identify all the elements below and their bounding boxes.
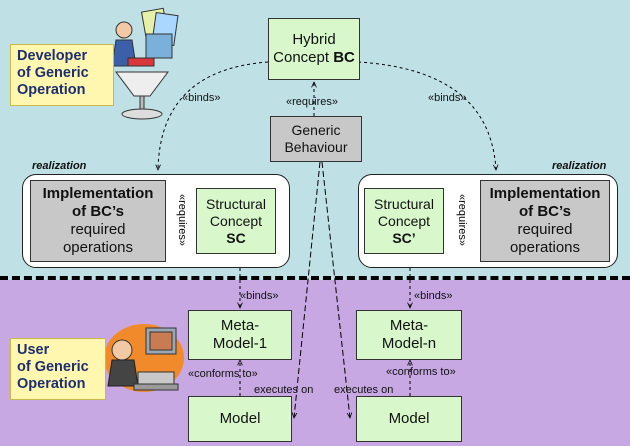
meta-model-1-line1: Meta- [220, 317, 260, 334]
structural-concept-box-right: Structural Concept SC’ [364, 188, 444, 254]
structural-concept-box-left: Structural Concept SC [196, 188, 276, 254]
model-right-label: Model [388, 410, 430, 427]
executes-arrow-left [294, 161, 321, 418]
requires-label-top: «requires» [286, 96, 338, 108]
binds-label-metan: «binds» [414, 290, 453, 302]
model-box-right: Model [356, 396, 462, 442]
implementation-left-line2: of BC’s [72, 203, 124, 220]
hybrid-concept-word: Concept [273, 49, 330, 66]
developer-role-line2: of Generic [17, 65, 89, 81]
binds-label-meta1: «binds» [240, 290, 279, 302]
meta-model-n-box: Meta- Model-n [356, 310, 462, 360]
conforms-label-right: «conforms to» [386, 366, 456, 378]
developer-role-line3: Operation [17, 82, 86, 98]
implementation-left-line1: Implementation [42, 185, 154, 202]
binds-label-right: «binds» [428, 92, 467, 104]
realization-label-right: realization [552, 160, 607, 172]
meta-model-1-box: Meta- Model-1 [188, 310, 292, 360]
meta-model-1-line2: Model-1 [212, 335, 268, 352]
sc-right-abbrev: SC’ [392, 229, 416, 246]
binds-label-left: «binds» [182, 92, 221, 104]
developer-role-line1: Developer [17, 48, 88, 64]
generic-behaviour-line2: Behaviour [284, 139, 348, 155]
requires-label-right: «requires» [455, 194, 468, 246]
generic-behaviour-line1: Generic [291, 122, 341, 138]
sc-left-abbrev: SC [226, 229, 246, 246]
developer-illustration [111, 7, 179, 120]
implementation-box-left: Implementation of BC’s required operatio… [30, 180, 166, 262]
user-role-line3: Operation [17, 376, 86, 392]
implementation-right-line2: of BC’s [519, 203, 571, 220]
sc-right-line2: Concept [377, 212, 431, 229]
executes-label-left: executes on [254, 384, 314, 396]
realization-label-left: realization [32, 160, 87, 172]
developer-role-label: Developer of Generic Operation [10, 44, 114, 106]
hybrid-concept-line2: Concept BC [273, 49, 355, 67]
sc-left-line1: Structural [206, 195, 266, 212]
user-role-line2: of Generic [17, 359, 89, 375]
sc-left-line2: Concept [209, 212, 263, 229]
sc-right-line1: Structural [374, 195, 434, 212]
binds-arc-right [357, 61, 496, 170]
requires-label-left: «requires» [175, 194, 188, 246]
hybrid-concept-abbrev: BC [333, 49, 355, 66]
generic-behaviour-box: Generic Behaviour [270, 116, 362, 162]
implementation-left-line3: required [70, 221, 126, 238]
implementation-right-line3: required [517, 221, 573, 238]
implementation-right-line4: operations [509, 239, 581, 256]
model-left-label: Model [219, 410, 261, 427]
implementation-left-line4: operations [62, 239, 134, 256]
meta-model-n-line2: Model-n [381, 335, 437, 352]
user-role-label: User of Generic Operation [10, 338, 106, 400]
hybrid-concept-box: Hybrid Concept BC [268, 18, 360, 80]
user-role-line1: User [17, 342, 50, 358]
hybrid-concept-line1: Hybrid [292, 31, 336, 48]
meta-model-n-line1: Meta- [389, 317, 429, 334]
binds-arc-left [158, 61, 269, 170]
user-illustration [104, 324, 184, 392]
implementation-right-line1: Implementation [489, 185, 601, 202]
implementation-box-right: Implementation of BC’s required operatio… [480, 180, 610, 262]
executes-label-right: executes on [334, 384, 394, 396]
zone-divider [0, 276, 630, 280]
executes-arrow-right [321, 161, 350, 418]
conforms-label-left: «conforms to» [188, 368, 258, 380]
model-box-left: Model [188, 396, 292, 442]
